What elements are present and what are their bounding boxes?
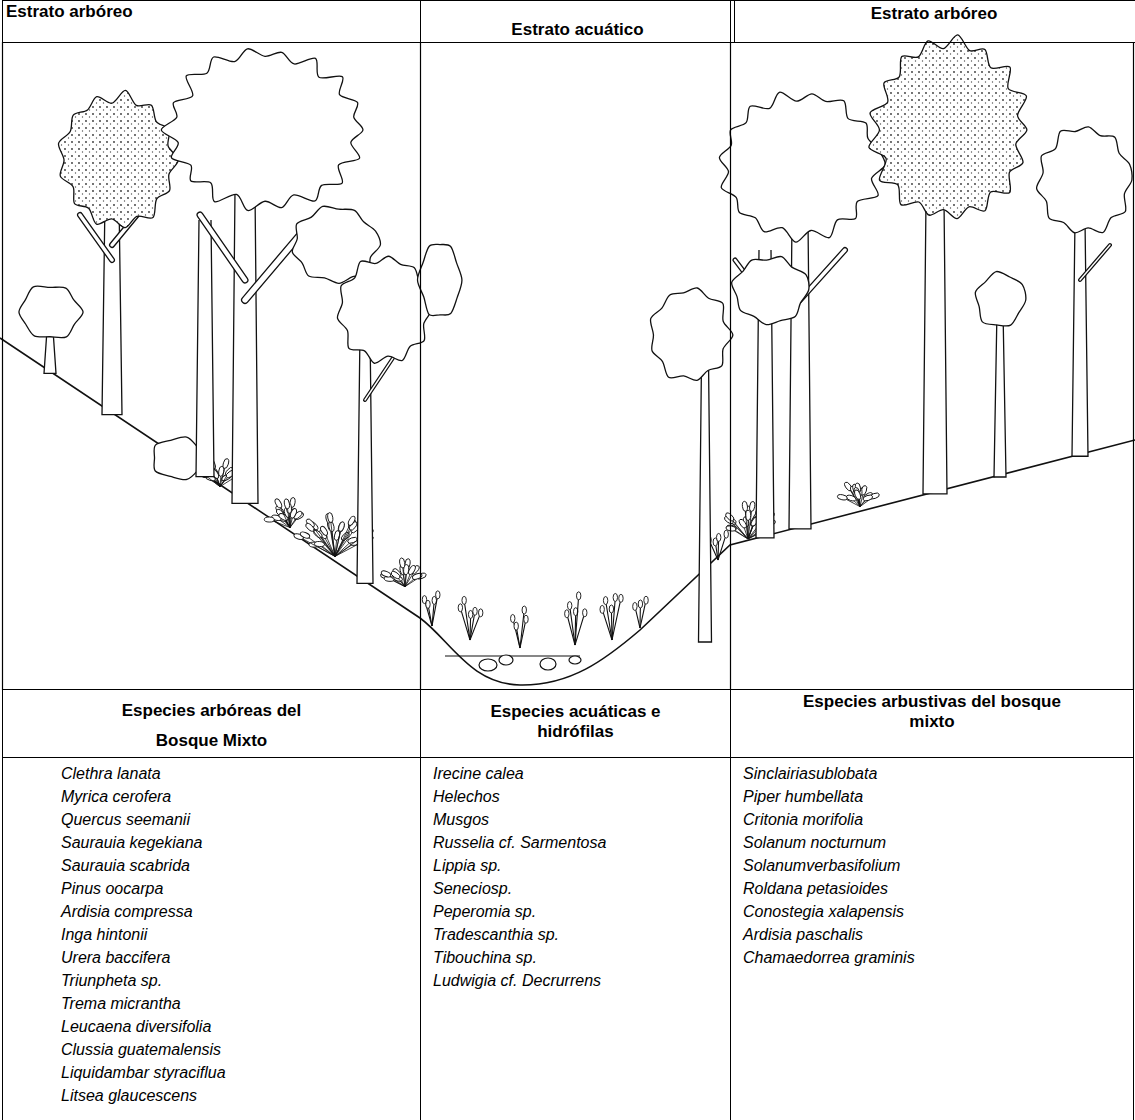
aquatic-plant (600, 593, 623, 640)
shrub (264, 497, 304, 527)
ground-line (0, 338, 1135, 685)
tree-crown (337, 256, 432, 363)
species-name: Solanumverbasifolium (731, 854, 1133, 877)
tree-trunk (196, 220, 214, 477)
species-name: Ardisia paschalis (731, 923, 1133, 946)
species-name: Triunpheta sp. (3, 969, 420, 992)
species-name: Myrica cerofera (3, 785, 420, 808)
species-column: Especies arbustivas del bosque mixtoSinc… (730, 689, 1134, 1120)
table-border (2, 42, 3, 690)
species-name: Clethra lanata (3, 762, 420, 785)
species-name: Tibouchina sp. (421, 946, 730, 969)
species-name: Peperomia sp. (421, 900, 730, 923)
stone (499, 655, 513, 665)
ground (0, 338, 1135, 685)
species-name: Lippia sp. (421, 854, 730, 877)
tree-crown (975, 271, 1026, 325)
stratum-header-cell: Estrato arbóreo (2, 0, 421, 43)
species-name: Musgos (421, 808, 730, 831)
tree-branch (200, 215, 245, 280)
shrub (837, 481, 880, 507)
species-name: Piper humbellata (731, 785, 1133, 808)
column-heading: Especies arbóreas del Bosque Mixto (104, 690, 319, 758)
aquatic-plant (422, 591, 440, 626)
species-name: Trema micrantha (3, 992, 420, 1015)
species-name: Tradescanthia sp. (421, 923, 730, 946)
tree-trunk (789, 220, 811, 529)
species-name: Irecine calea (421, 762, 730, 785)
tree-crown (1037, 127, 1133, 233)
species-name: Clussia guatemalensis (3, 1038, 420, 1061)
stratum-heading: Estrato arbóreo (731, 4, 1135, 24)
tree-crown (161, 49, 363, 211)
species-column: Especies acuáticas e hidrófilasIrecine c… (420, 689, 731, 1120)
species-name: Critonia morifolia (731, 808, 1133, 831)
tree-crown (719, 92, 885, 242)
species-name: Liquidambar styraciflua (3, 1061, 420, 1084)
table-lines (2, 42, 1134, 758)
species-name: Roldana petasioides (731, 877, 1133, 900)
tree-trunk (1072, 220, 1088, 456)
species-name: Urera baccifera (3, 946, 420, 969)
tree-trunk (923, 200, 947, 494)
species-name: Pinus oocarpa (3, 877, 420, 900)
species-name: Litsea glaucescens (3, 1084, 420, 1107)
column-heading: Especies acuáticas e hidrófilas (468, 690, 683, 758)
tree-crown (869, 35, 1027, 219)
column-line (730, 42, 731, 690)
shrub (380, 558, 427, 587)
species-name: Saurauia kegekiana (3, 831, 420, 854)
stone (569, 656, 581, 664)
species-name: Solanum nocturnum (731, 831, 1133, 854)
species-name: Conostegia xalapensis (731, 900, 1133, 923)
tree-trunk (357, 330, 373, 583)
column-heading: Especies arbustivas del bosque mixto (787, 690, 1077, 758)
stratum-header-cell: Estrato arbóreo (730, 0, 1135, 43)
species-name: Ludwigia cf. Decrurrens (421, 969, 730, 992)
tree-trunk (699, 360, 712, 642)
trees (19, 35, 1132, 642)
water-line (445, 655, 580, 656)
species-name: Helechos (421, 785, 730, 808)
species-name: Saurauia scabrida (3, 854, 420, 877)
row-line (2, 757, 1134, 758)
species-name: Sinclairiasublobata (731, 762, 1133, 785)
species-name: Inga hintonii (3, 923, 420, 946)
tree-branch (245, 235, 300, 300)
aquatic-plant (633, 596, 649, 628)
tree-crown (732, 256, 809, 324)
stratum-header-cell: Estrato acuático (420, 0, 735, 43)
tree-crown (19, 286, 83, 338)
tree-crown (418, 244, 462, 315)
stratum-heading: Estrato arbóreo (6, 2, 420, 22)
stratum-heading: Estrato acuático (421, 20, 734, 40)
stone (479, 659, 497, 671)
species-name: Chamaedorrea graminis (731, 946, 1133, 969)
tree-trunk (232, 190, 258, 503)
tree-branch (365, 355, 395, 400)
species-name: Quercus seemanii (3, 808, 420, 831)
species-column: Especies arbóreas del Bosque MixtoClethr… (2, 689, 421, 1120)
tree-branch (1080, 245, 1110, 280)
species-name: Seneciosp. (421, 877, 730, 900)
species-name: Leucaena diversifolia (3, 1015, 420, 1038)
aquatic-plant (511, 606, 529, 648)
stone (540, 658, 556, 670)
tree-trunk (994, 310, 1006, 477)
aquatic-plant (565, 592, 587, 645)
species-name: Russelia cf. Sarmentosa (421, 831, 730, 854)
tree-crown (650, 288, 732, 381)
column-line (420, 42, 421, 690)
aquatic-plant (458, 596, 483, 640)
tree-crown (58, 90, 178, 227)
species-name: Ardisia compressa (3, 900, 420, 923)
table-border (1133, 42, 1134, 690)
